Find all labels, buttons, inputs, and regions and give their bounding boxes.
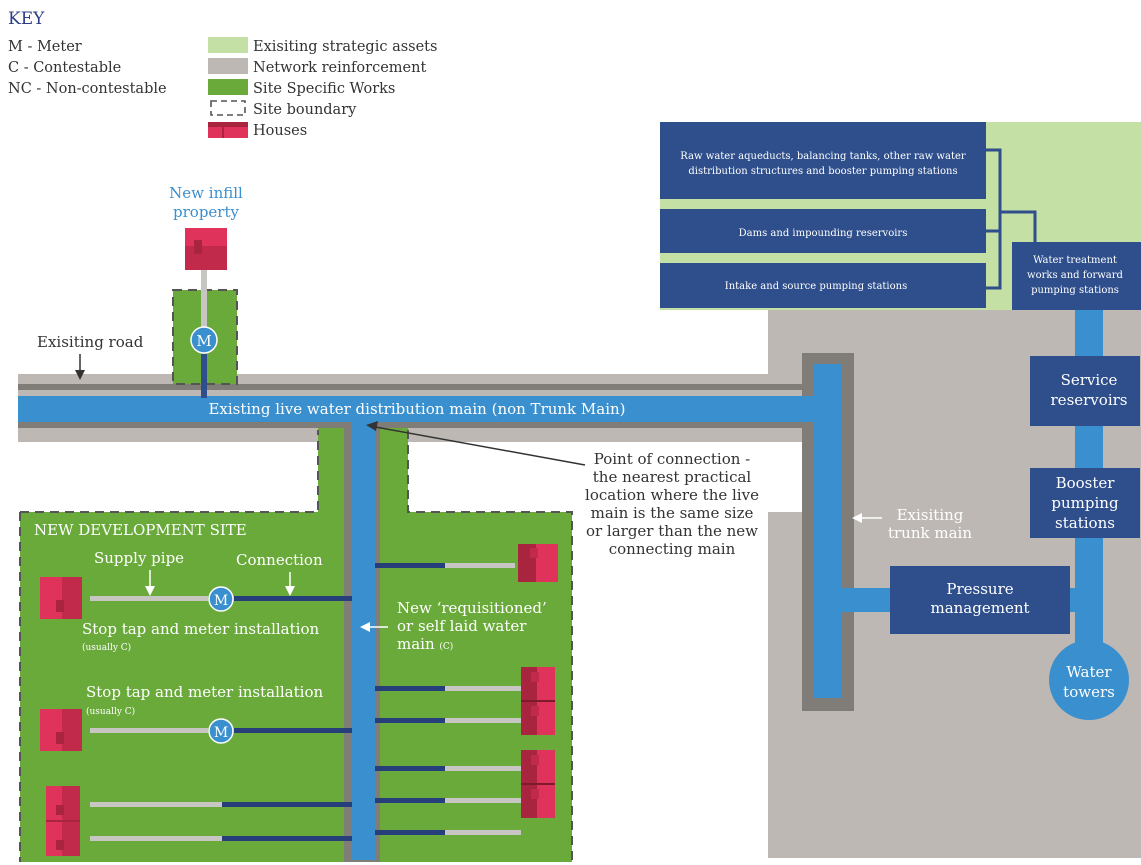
asset-dams: Dams and impounding reservoirs: [660, 209, 986, 253]
point-of-connection-label: Point of connection - the nearest practi…: [585, 450, 759, 558]
house-infill: [185, 228, 227, 270]
trunk-to-pressure-pipe: [840, 588, 898, 612]
legend-swatch-reinforcement: [208, 58, 248, 74]
requisitioned-label-1: New ‘requisitioned’: [397, 599, 547, 617]
svg-text:pumping: pumping: [1051, 494, 1119, 512]
legend-swatch-site-works: [208, 79, 248, 95]
svg-text:works and forward: works and forward: [1027, 270, 1124, 281]
new-site-main: [351, 420, 375, 860]
legend-label-houses: Houses: [253, 123, 307, 139]
svg-text:Water: Water: [1066, 663, 1112, 681]
legend-label-boundary: Site boundary: [253, 102, 357, 118]
legend-swatch-strategic: [208, 37, 248, 53]
asset-connectors: [986, 148, 1037, 290]
asset-water-treatment: Water treatment works and forward pumpin…: [1012, 242, 1141, 310]
new-dev-site-label: NEW DEVELOPMENT SITE: [34, 521, 247, 539]
svg-text:pumping stations: pumping stations: [1031, 285, 1119, 296]
svg-text:the nearest practical: the nearest practical: [593, 468, 752, 486]
legend-swatch-boundary: [210, 100, 246, 116]
legend-label-site-works: Site Specific Works: [253, 81, 395, 97]
requisitioned-label-3: main (C): [397, 635, 453, 653]
distribution-main: [18, 396, 824, 422]
asset-service-reservoirs: Service reservoirs: [1030, 356, 1140, 426]
svg-text:distribution structures and bo: distribution structures and booster pump…: [688, 166, 957, 177]
legend-label-strategic: Exisiting strategic assets: [253, 39, 437, 55]
svg-text:or larger than the new: or larger than the new: [586, 522, 758, 540]
road-edge-bottom: [18, 422, 348, 428]
infill-supply-pipe: [201, 270, 207, 328]
svg-text:Water treatment: Water treatment: [1033, 255, 1117, 266]
house-site-left-3: [46, 786, 80, 856]
svg-text:M: M: [214, 593, 228, 609]
svg-text:reservoirs: reservoirs: [1051, 391, 1128, 409]
requisitioned-arrow: [360, 622, 388, 632]
svg-text:Raw water aqueducts, balancing: Raw water aqueducts, balancing tanks, ot…: [680, 151, 966, 162]
svg-text:management: management: [930, 599, 1029, 617]
svg-text:stations: stations: [1055, 514, 1115, 532]
svg-text:M: M: [214, 725, 228, 741]
main-label: Existing live water distribution main (n…: [208, 400, 625, 418]
asset-booster: Booster pumping stations: [1030, 468, 1140, 538]
key: KEY M - Meter C - Contestable NC - Non-c…: [8, 9, 437, 139]
connection-arrow: [366, 421, 586, 466]
svg-text:Intake and source pumping stat: Intake and source pumping stations: [725, 281, 907, 292]
asset-pressure-management: Pressure management: [890, 566, 1070, 634]
stop-tap-note-1: (usually C): [82, 642, 131, 653]
meter-site-lower: M: [208, 718, 234, 744]
house-site-right-3: [521, 750, 555, 818]
house-site-right-1: [518, 544, 558, 582]
new-infill-label-1: New infill: [169, 184, 243, 202]
svg-text:location where the live: location where the live: [585, 486, 759, 504]
meter-site-upper: M: [208, 586, 234, 612]
svg-text:Point of connection -: Point of connection -: [594, 450, 751, 468]
road-edge-bottom-right: [376, 422, 806, 428]
svg-text:towers: towers: [1063, 683, 1115, 701]
road-arrow: [75, 354, 85, 380]
stop-tap-label-2: Stop tap and meter installation: [86, 683, 323, 701]
trunk-main-arrow: [852, 513, 882, 523]
svg-text:Pressure: Pressure: [946, 580, 1013, 598]
svg-text:connecting main: connecting main: [609, 540, 736, 558]
key-abbrev-contestable: C - Contestable: [8, 60, 121, 76]
stop-tap-label-1: Stop tap and meter installation: [82, 620, 319, 638]
connection-label: Connection: [236, 551, 323, 569]
existing-road-label: Exisiting road: [37, 333, 144, 351]
requisitioned-label-2: or self laid water: [397, 617, 527, 635]
key-abbrev-meter: M - Meter: [8, 39, 82, 55]
svg-text:main is the same size: main is the same size: [591, 504, 754, 522]
meter-infill: M: [190, 326, 218, 354]
new-infill-label-2: property: [173, 203, 239, 221]
road-edge-top: [18, 384, 818, 390]
trunk-main-label-1: Exisiting: [897, 506, 964, 524]
house-site-right-2: [521, 667, 555, 735]
house-site-left-2: [40, 709, 82, 751]
site-service-pipes: [90, 563, 521, 841]
legend-label-reinforcement: Network reinforcement: [253, 60, 426, 76]
house-site-left-1: [40, 577, 82, 619]
trunk-main-label-2: trunk main: [888, 524, 972, 542]
asset-intake: Intake and source pumping stations: [660, 263, 986, 308]
supply-pipe-label: Supply pipe: [94, 549, 184, 567]
connection-label-arrow: [285, 572, 295, 596]
infill-connection-pipe: [201, 354, 207, 398]
supply-pipe-arrow: [145, 570, 155, 596]
asset-raw-water: Raw water aqueducts, balancing tanks, ot…: [660, 122, 986, 199]
white-gap: [408, 442, 802, 512]
asset-water-towers: Water towers: [1049, 640, 1129, 720]
key-abbrev-noncontestable: NC - Non-contestable: [8, 81, 167, 97]
stop-tap-note-2: (usually C): [86, 706, 135, 717]
trunk-main: [814, 364, 842, 698]
legend-swatch-houses: [208, 122, 248, 138]
key-title: KEY: [8, 9, 45, 29]
svg-text:Service: Service: [1061, 371, 1118, 389]
svg-text:M: M: [196, 332, 211, 350]
svg-text:Booster: Booster: [1056, 474, 1116, 492]
svg-text:Dams and impounding reservoirs: Dams and impounding reservoirs: [739, 228, 908, 239]
